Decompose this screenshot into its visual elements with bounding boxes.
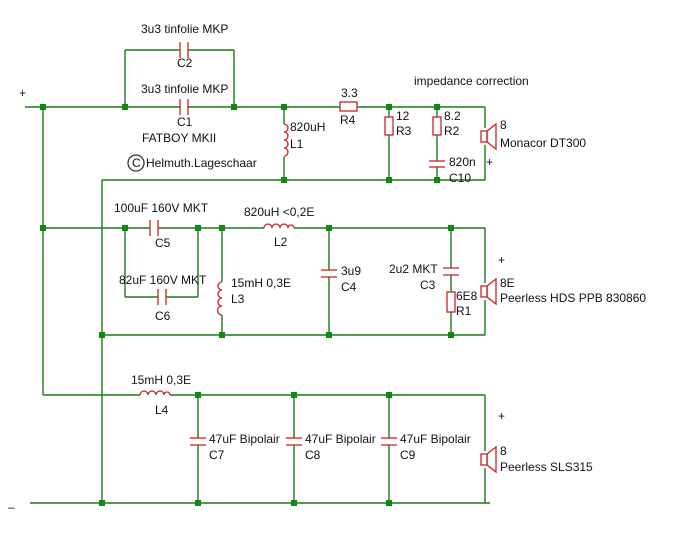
c1-name: C1 bbox=[177, 115, 193, 129]
r4-name: R4 bbox=[340, 113, 356, 127]
tweeter-impedance: 8 bbox=[500, 118, 507, 132]
c6-name: C6 bbox=[155, 309, 171, 323]
c2-name: C2 bbox=[177, 56, 193, 70]
inductor-l2 bbox=[263, 223, 295, 229]
resistor-r3 bbox=[384, 116, 394, 136]
c6-value: 82uF 160V MKT bbox=[119, 273, 207, 287]
capacitor-c1 bbox=[179, 99, 189, 115]
c4-name: C4 bbox=[341, 280, 357, 294]
mid-plus: + bbox=[498, 253, 505, 267]
c7-name: C7 bbox=[209, 448, 225, 462]
speaker-woofer bbox=[480, 445, 497, 474]
c3-name: C3 bbox=[420, 278, 436, 292]
c5-value: 100uF 160V MKT bbox=[114, 201, 209, 215]
capacitor-c2 bbox=[179, 42, 189, 58]
junction-dots bbox=[40, 104, 454, 506]
woofer-name: Peerless SLS315 bbox=[500, 460, 593, 474]
capacitor-c9 bbox=[381, 437, 397, 446]
r2-name: R2 bbox=[444, 124, 460, 138]
title-label: FATBOY MKII bbox=[142, 131, 216, 145]
speaker-tweeter bbox=[480, 122, 497, 151]
copyright-circle bbox=[127, 154, 145, 172]
c10-value: 820n bbox=[449, 155, 476, 169]
capacitor-c5 bbox=[149, 220, 159, 236]
c7-value: 47uF Bipolair bbox=[209, 432, 280, 446]
l2-name: L2 bbox=[274, 235, 288, 249]
r2-value: 8.2 bbox=[444, 109, 461, 123]
capacitor-c10 bbox=[429, 160, 445, 168]
inductor-l4 bbox=[139, 390, 171, 396]
r1-value: 6E8 bbox=[456, 289, 478, 303]
r4-value: 3.3 bbox=[341, 86, 358, 100]
c2-value: 3u3 tinfolie MKP bbox=[141, 22, 228, 36]
input-plus-label: + bbox=[19, 86, 26, 100]
r1-name: R1 bbox=[456, 304, 472, 318]
resistor-r4 bbox=[339, 101, 358, 112]
l1-value: 820uH bbox=[290, 120, 325, 134]
r3-value: 12 bbox=[396, 109, 410, 123]
woofer-plus: + bbox=[498, 409, 505, 423]
tweeter-plus: + bbox=[486, 155, 493, 169]
c4-value: 3u9 bbox=[341, 264, 361, 278]
l1-name: L1 bbox=[290, 137, 304, 151]
capacitor-c3 bbox=[443, 267, 459, 276]
speaker-mid bbox=[480, 277, 497, 306]
input-minus-label: – bbox=[8, 500, 15, 514]
capacitor-c6 bbox=[157, 289, 167, 305]
wires bbox=[25, 49, 490, 504]
l2-value: 820uH <0,2E bbox=[244, 205, 314, 219]
l4-name: L4 bbox=[155, 403, 169, 417]
resistor-r1 bbox=[446, 291, 456, 313]
labels: + – FATBOY MKII C Helmuth.Lageschaar imp… bbox=[8, 22, 646, 514]
resistor-r2 bbox=[432, 116, 442, 136]
c8-name: C8 bbox=[305, 448, 321, 462]
woofer-impedance: 8 bbox=[500, 444, 507, 458]
capacitor-c8 bbox=[286, 437, 302, 446]
capacitor-c7 bbox=[190, 437, 206, 446]
c9-name: C9 bbox=[400, 448, 416, 462]
r3-name: R3 bbox=[396, 124, 412, 138]
l3-value: 15mH 0,3E bbox=[231, 276, 291, 290]
l4-value: 15mH 0,3E bbox=[131, 373, 191, 387]
impedance-correction-label: impedance correction bbox=[414, 74, 529, 88]
author-label: Helmuth.Lageschaar bbox=[146, 156, 257, 170]
c10-name: C10 bbox=[449, 171, 471, 185]
c1-value: 3u3 tinfolie MKP bbox=[141, 82, 228, 96]
copyright-symbol: C bbox=[132, 156, 141, 170]
inductor-l1 bbox=[283, 123, 289, 157]
l3-name: L3 bbox=[231, 292, 245, 306]
mid-name: Peerless HDS PPB 830860 bbox=[500, 291, 646, 305]
c5-name: C5 bbox=[155, 236, 171, 250]
c9-value: 47uF Bipolair bbox=[400, 432, 471, 446]
mid-impedance: 8E bbox=[500, 276, 515, 290]
c8-value: 47uF Bipolair bbox=[305, 432, 376, 446]
tweeter-name: Monacor DT300 bbox=[500, 136, 586, 150]
inductor-l3 bbox=[216, 281, 223, 316]
capacitor-c4 bbox=[321, 269, 337, 278]
c3-value: 2u2 MKT bbox=[389, 262, 438, 276]
